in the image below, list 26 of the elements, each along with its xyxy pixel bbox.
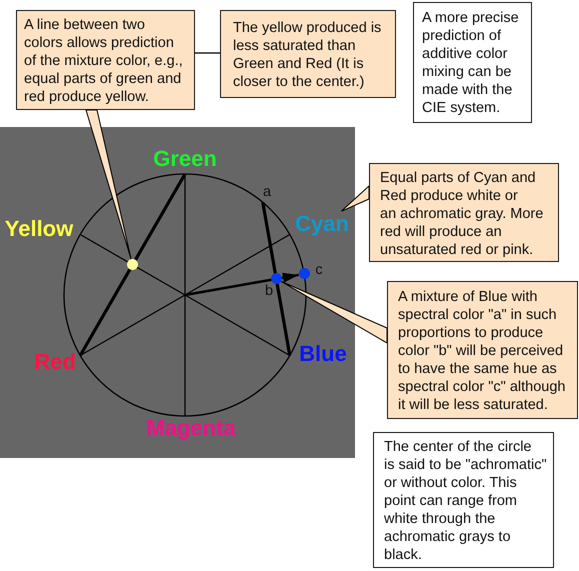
callout-box (16, 10, 195, 110)
hue-label: Magenta (146, 415, 236, 442)
callout-pointer (85, 110, 132, 260)
hue-label: Yellow (4, 216, 74, 243)
callout-box (369, 163, 559, 262)
callout-pointer (280, 280, 388, 344)
arrow (184, 272, 299, 296)
hue-label: Green (153, 146, 217, 173)
hue-label: Red (34, 349, 76, 376)
note-text: The center of the circle is said to be "achromatic" or without color. This point can range from white through the achromatic grays to black. (384, 438, 547, 564)
callout-box (387, 281, 578, 419)
point-label: a (262, 184, 272, 202)
hue-label: Cyan (295, 211, 349, 238)
callout-text: The yellow produced is less saturated than Green and Red (It is closer to the center.) (233, 19, 382, 91)
callout-text: A line between two colors allows prediction of the mixture color, e.g., equal parts of green and red produce yellow. (24, 16, 183, 106)
callout-text: A mixture of Blue with spectral color "a" in such proportions to produce color "b" will be perceived to have the same hue as spectral color "c" although it will be less saturated. (398, 288, 566, 414)
note-box (413, 2, 532, 123)
connector-line (195, 52, 220, 54)
point-label: b (264, 283, 274, 301)
callout-pointer (340, 184, 370, 212)
note-box (373, 432, 554, 568)
callout-box (220, 10, 396, 98)
hue-label: Blue (299, 341, 347, 368)
point-label: c (315, 262, 323, 280)
note-text: A more precise prediction of additive color mixing can be made with the CIE system. (422, 9, 519, 117)
callout-text: Equal parts of Cyan and Red produce white or an achromatic gray. More red will produce an unsaturated red or pink. (380, 169, 544, 259)
